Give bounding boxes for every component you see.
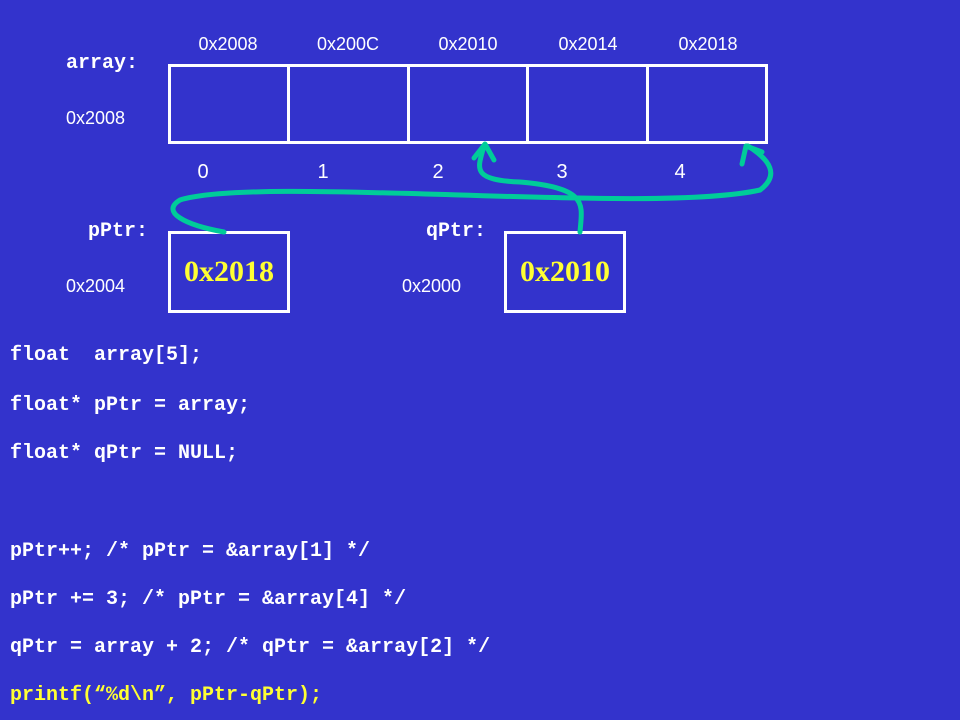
array-cell-0 xyxy=(171,67,291,141)
array-label: array: xyxy=(66,52,139,75)
cell-address-0: 0x2008 xyxy=(198,34,258,54)
qptr-arrow xyxy=(477,143,584,235)
qptr-label: qPtr: xyxy=(426,220,487,243)
array-base-address: 0x2008 xyxy=(66,108,126,128)
cell-address-4: 0x2018 xyxy=(678,34,738,54)
array-index-0: 0 xyxy=(197,161,209,183)
pptr-value: 0x2018 xyxy=(184,255,274,288)
code-line-0: float array[5]; xyxy=(10,344,203,367)
code-line-7: printf(“%d\n”, pPtr-qPtr); xyxy=(10,684,323,707)
code-line-2: float* qPtr = NULL; xyxy=(10,442,239,465)
pptr-box: 0x2018 xyxy=(168,231,290,313)
array-cell-3 xyxy=(529,67,649,141)
array-cell-2 xyxy=(410,67,530,141)
array-cell-1 xyxy=(290,67,410,141)
array-index-4: 4 xyxy=(674,161,686,183)
pptr-address: 0x2004 xyxy=(66,276,126,296)
pptr-arrowhead xyxy=(739,143,765,167)
array-index-1: 1 xyxy=(317,161,329,183)
array-box xyxy=(168,64,768,144)
cell-address-2: 0x2010 xyxy=(438,34,498,54)
cell-address-3: 0x2014 xyxy=(558,34,618,54)
pptr-arrow xyxy=(170,143,774,235)
qptr-address: 0x2000 xyxy=(402,276,462,296)
cell-address-1: 0x200C xyxy=(316,34,380,54)
code-line-5: pPtr += 3; /* pPtr = &array[4] */ xyxy=(10,588,407,611)
code-line-6: qPtr = array + 2; /* qPtr = &array[2] */ xyxy=(10,636,491,659)
array-index-3: 3 xyxy=(556,161,568,183)
qptr-value: 0x2010 xyxy=(520,255,610,288)
array-index-2: 2 xyxy=(432,161,444,183)
code-line-4: pPtr++; /* pPtr = &array[1] */ xyxy=(10,540,371,563)
pptr-label: pPtr: xyxy=(88,220,149,243)
qptr-box: 0x2010 xyxy=(504,231,626,313)
code-line-1: float* pPtr = array; xyxy=(10,394,251,417)
qptr-arrowhead xyxy=(471,141,497,163)
